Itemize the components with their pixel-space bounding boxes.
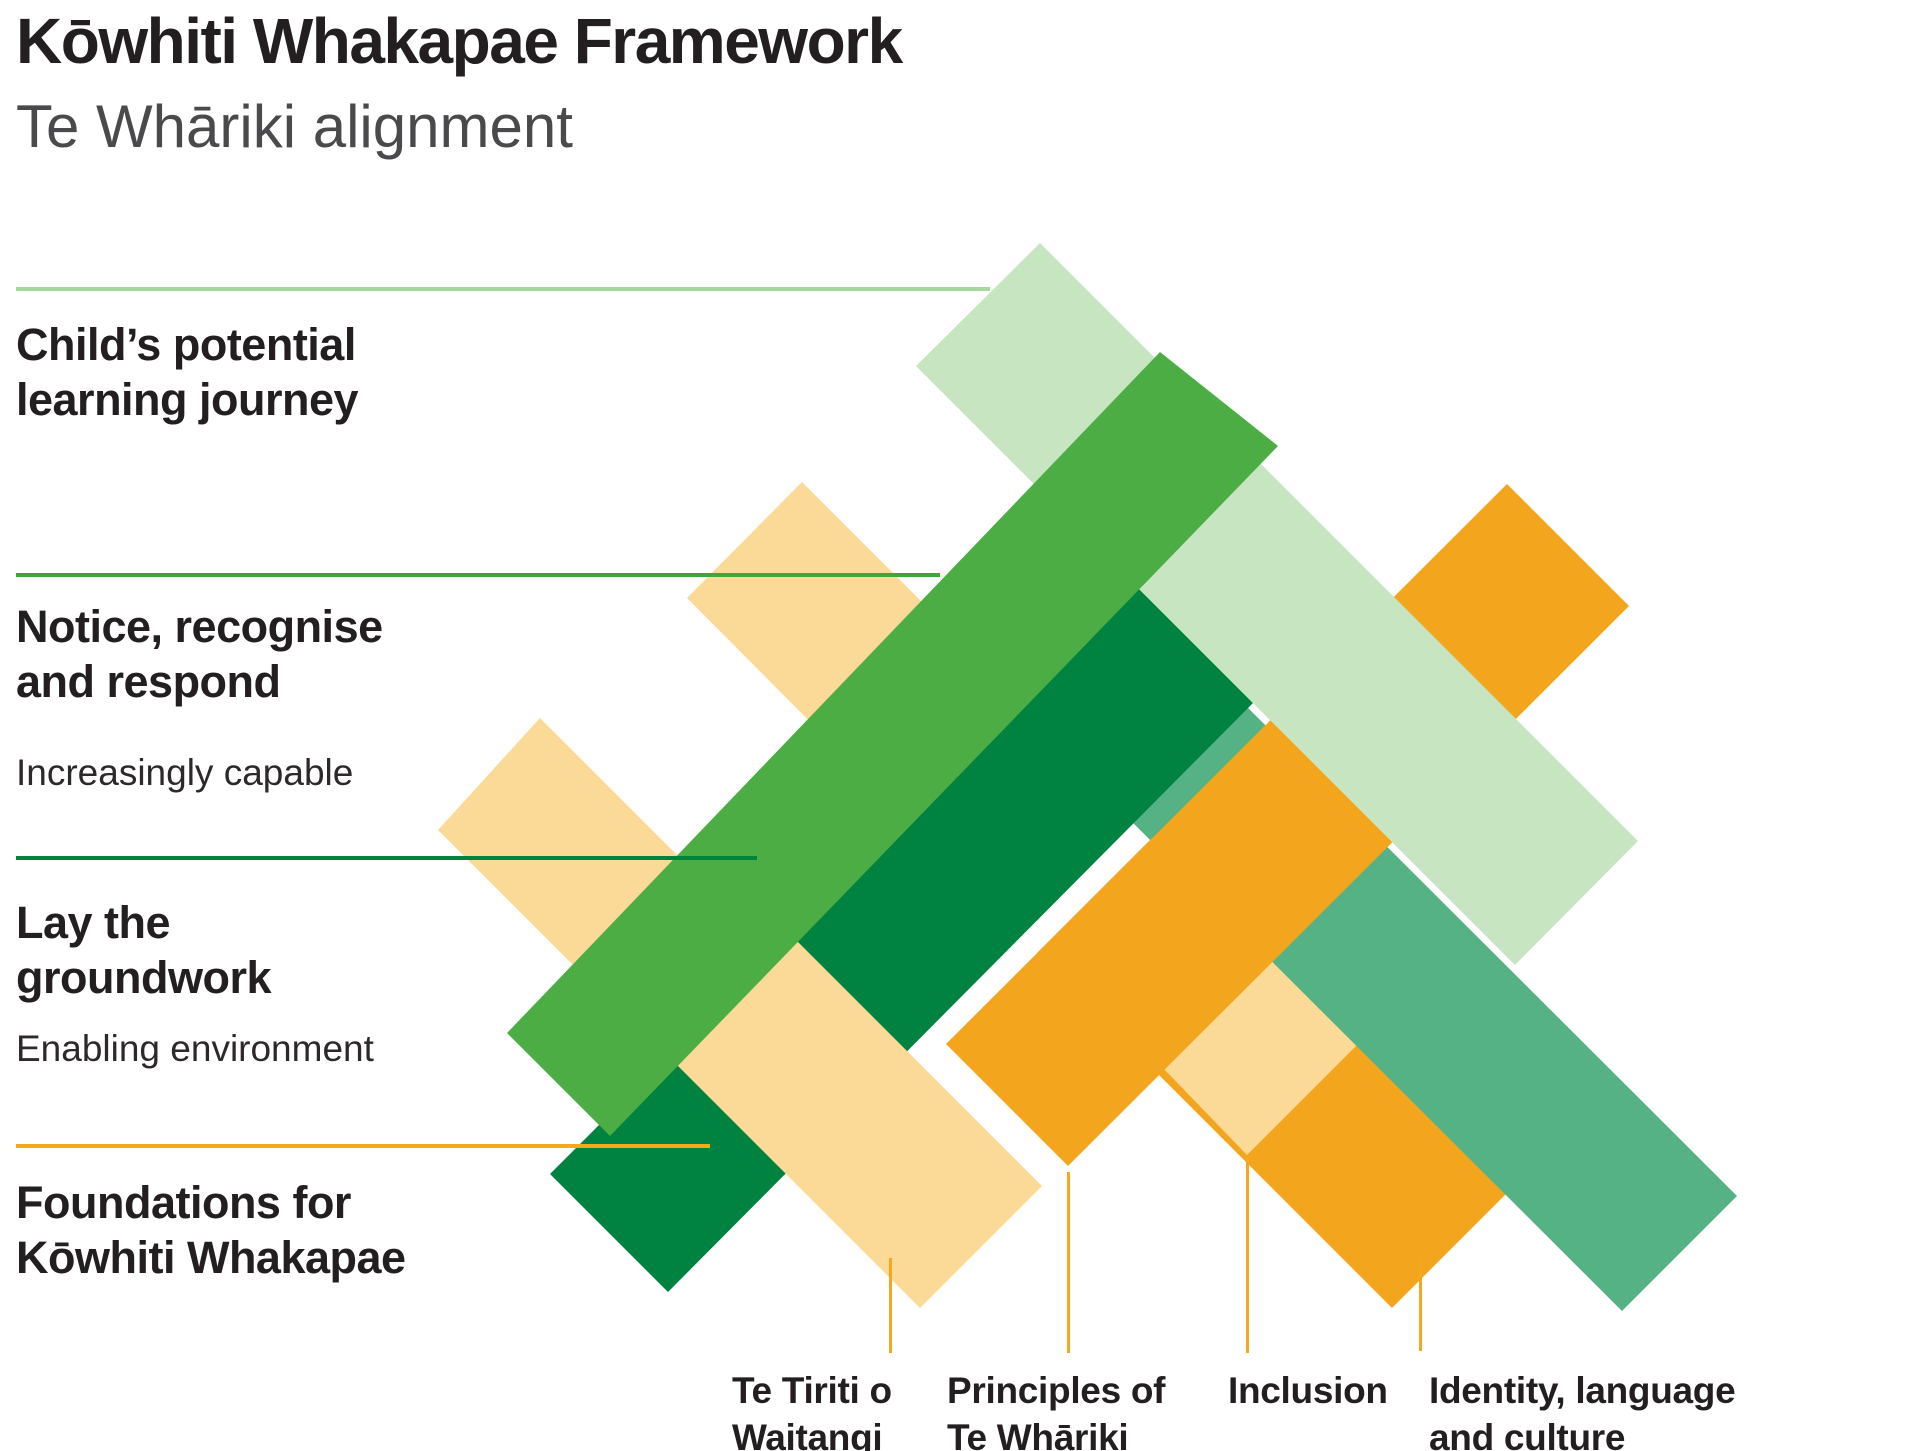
page-subtitle: Te Whāriki alignment [16,93,573,160]
section-heading-lay-groundwork: Lay the groundwork [16,897,271,1003]
section-heading-notice-recognise: Notice, recognise and respond [16,601,383,707]
bottom-label-inclusion: Inclusion [1228,1370,1388,1411]
bottom-label-principles: Principles of Te Whāriki [947,1370,1166,1451]
section-subheading-increasingly-capable: Increasingly capable [16,752,354,793]
section-heading-foundations: Foundations for Kōwhiti Whakapae [16,1177,406,1283]
bottom-label-te-tiriti: Te Tiriti o Waitangi [732,1370,892,1451]
pointer-line-identity [1419,1258,1422,1351]
dark-green-band [550,587,1253,1292]
bottom-label-identity: Identity, language and culture [1429,1370,1736,1451]
section-line-notice-recognise [16,573,940,577]
section-line-lay-groundwork [16,856,757,860]
pointer-line-te-tiriti [889,1258,892,1353]
pointer-line-principles [1067,1172,1070,1353]
section-subheading-enabling-environment: Enabling environment [16,1028,374,1069]
section-line-childs-potential [16,287,990,291]
section-line-foundations [16,1144,710,1148]
section-heading-childs-potential: Child’s potential learning journey [16,319,359,425]
pointer-line-inclusion [1246,1158,1249,1353]
orange-band-left [946,484,1629,1166]
medium-green-band [507,352,1278,1136]
page-title: Kōwhiti Whakapae Framework [16,5,903,77]
